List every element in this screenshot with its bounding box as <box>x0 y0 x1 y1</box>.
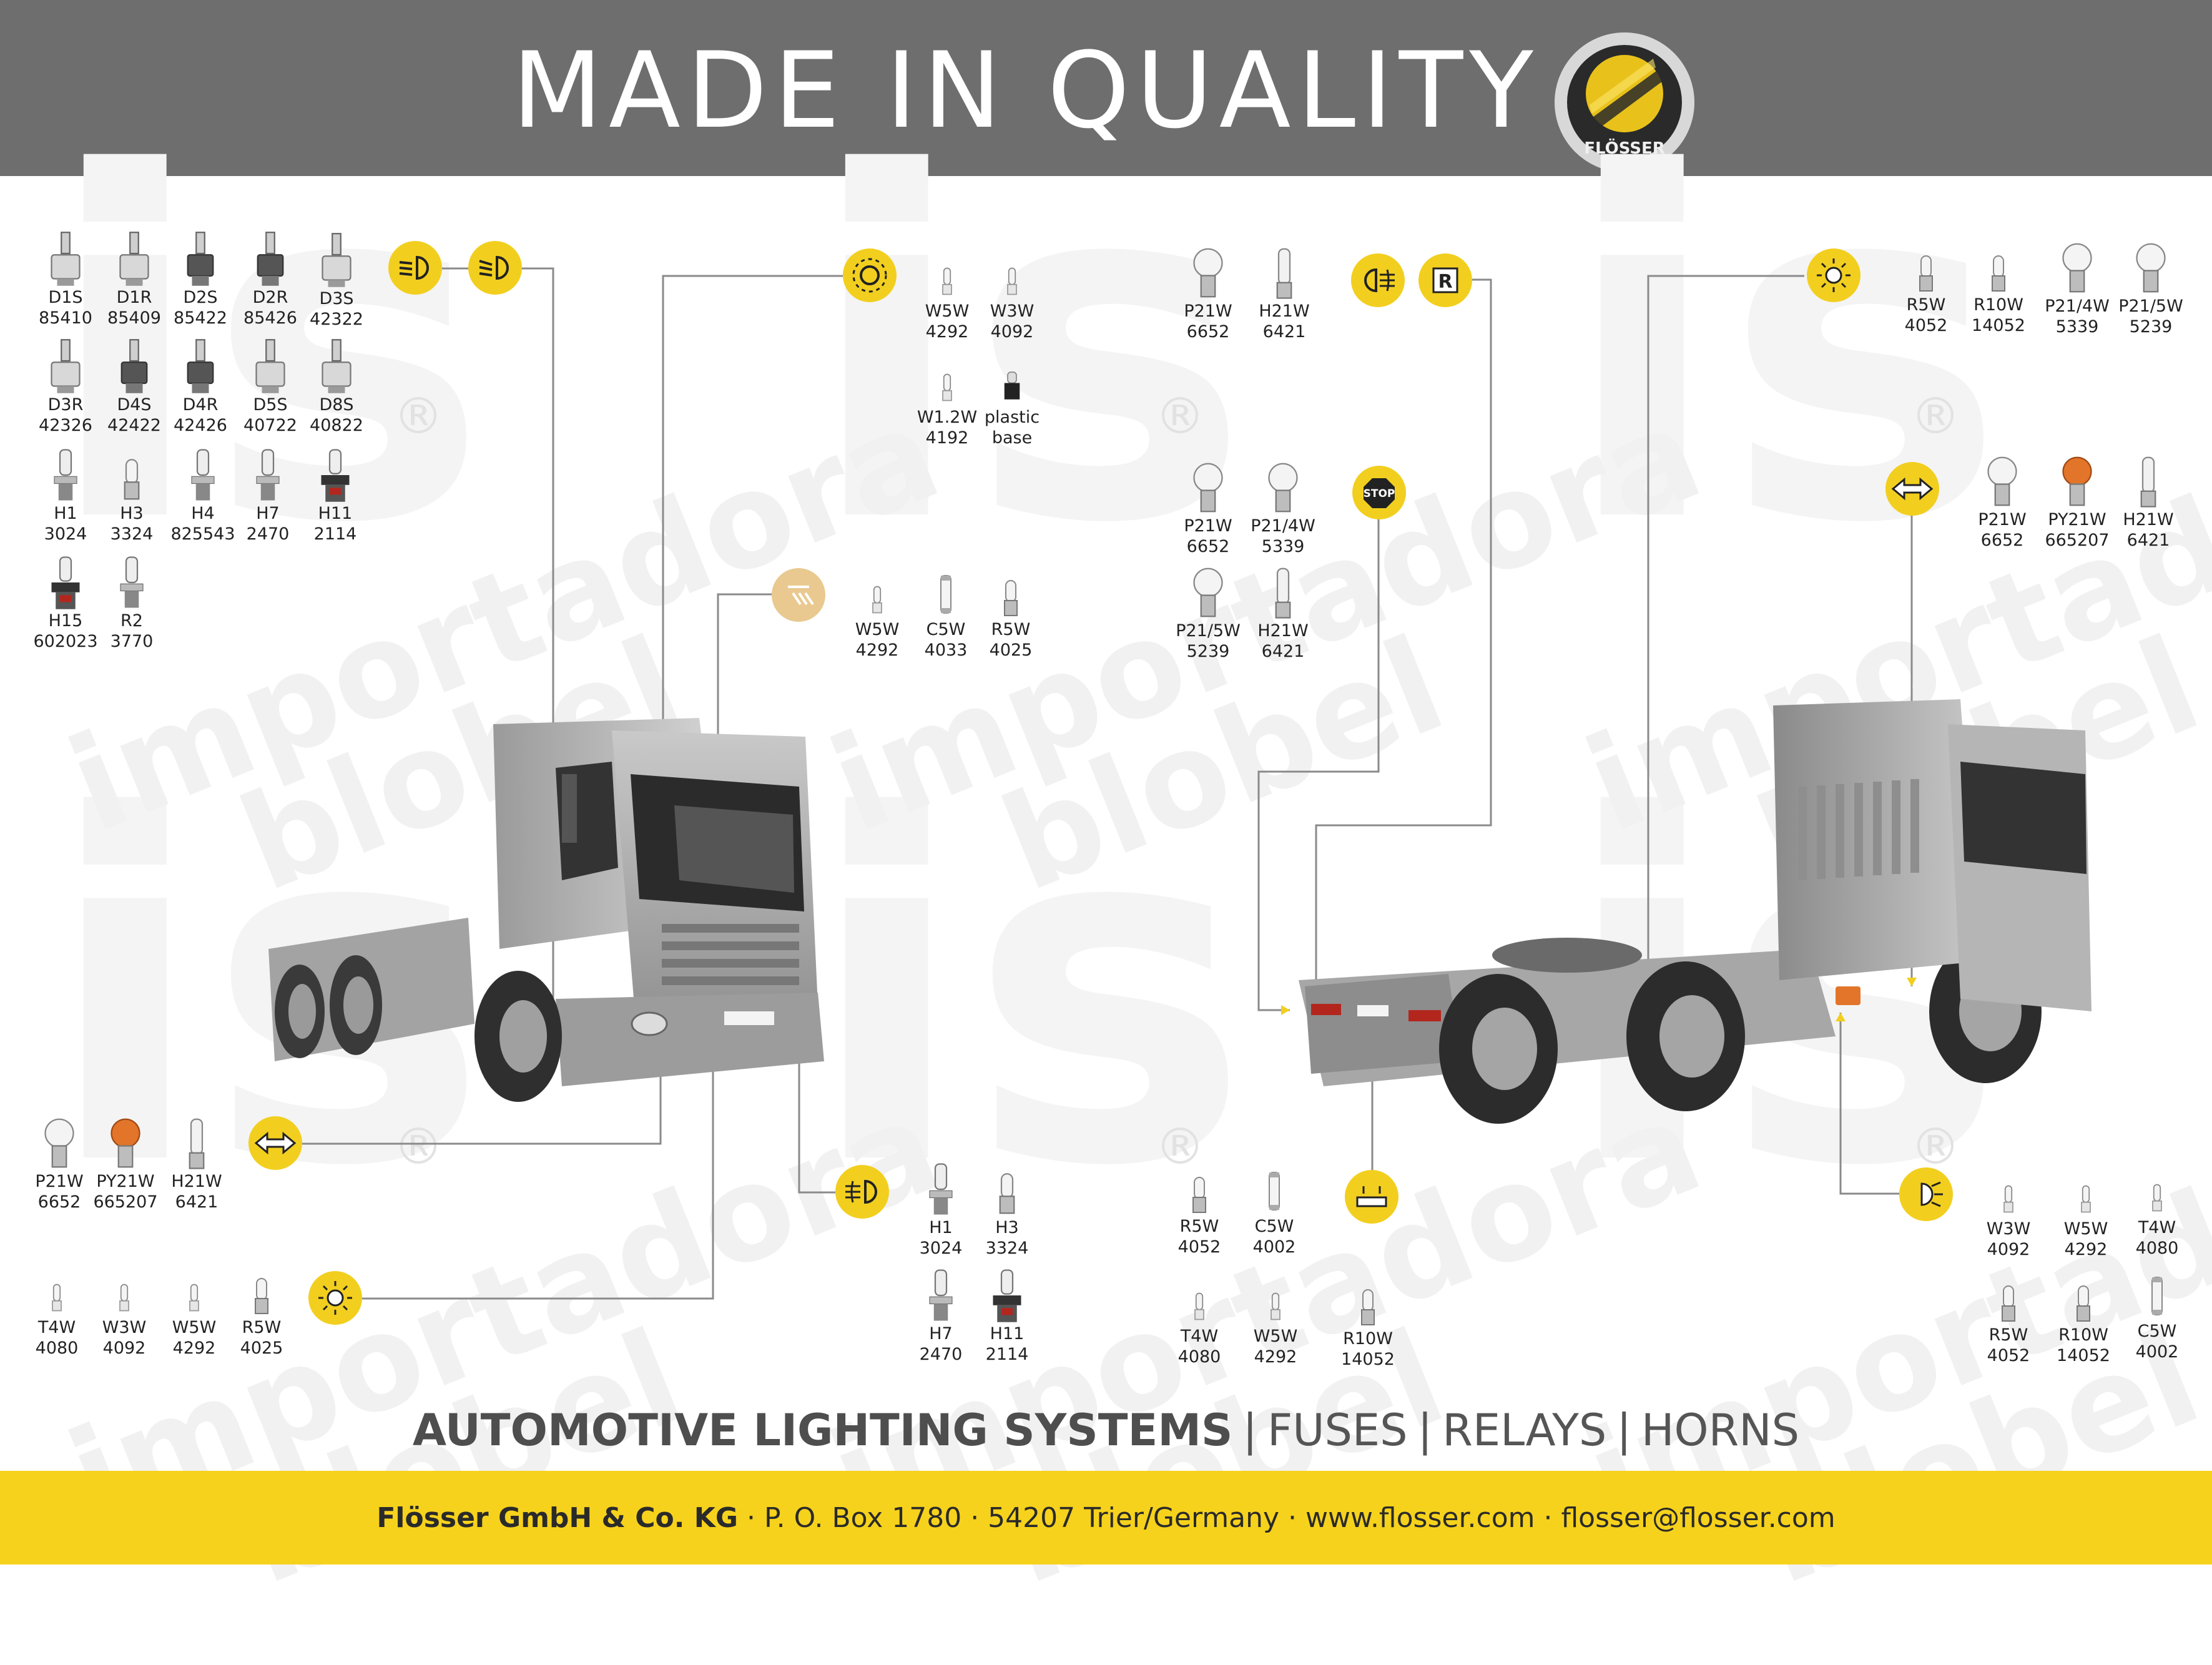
truck-front-image <box>268 718 824 1102</box>
front-fog-icon <box>835 1165 889 1219</box>
header-band <box>0 0 2212 176</box>
svg-text:R: R <box>1438 271 1452 293</box>
rear-position-light-icon <box>1807 248 1861 302</box>
tagline-fuses: FUSES <box>1267 1405 1408 1456</box>
svg-text:FLÖSSER: FLÖSSER <box>1584 137 1665 158</box>
footer-contact: Flösser GmbH & Co. KG · P. O. Box 1780 ·… <box>0 1502 2212 1534</box>
footer-company: Flösser GmbH & Co. KG <box>376 1502 739 1534</box>
high-beam-icon <box>468 241 522 295</box>
page-title: MADE IN QUALITY <box>512 29 1540 152</box>
tagline-relays: RELAYS <box>1442 1405 1607 1456</box>
footer-band <box>0 1471 2212 1564</box>
flosser-logo: FLÖSSER <box>1555 32 1694 172</box>
footer-address: · P. O. Box 1780 · 54207 Trier/Germany ·… <box>738 1502 1836 1534</box>
dashboard-light-icon <box>772 568 825 622</box>
position-light-icon <box>308 1271 362 1325</box>
tagline-horns: HORNS <box>1641 1405 1800 1456</box>
side-marker-light-icon <box>1899 1167 1953 1221</box>
tagline-separator: | <box>1417 1405 1433 1456</box>
license-plate-light-icon <box>1345 1170 1398 1224</box>
tagline-main: AUTOMOTIVE LIGHTING SYSTEMS <box>412 1405 1233 1456</box>
tagline: AUTOMOTIVE LIGHTING SYSTEMS|FUSES|RELAYS… <box>0 1405 2212 1456</box>
interior-light-icon <box>843 248 897 302</box>
low-beam-icon <box>388 241 442 295</box>
stop-light-icon: STOP <box>1352 466 1406 519</box>
bulb-plastic-base: plastic base <box>971 363 1053 448</box>
truck-rear-image <box>1299 699 2092 1124</box>
turn-signal-icon <box>248 1116 302 1170</box>
rear-fog-icon <box>1351 253 1405 307</box>
rear-turn-signal-icon <box>1885 462 1939 516</box>
reverse-light-icon: R <box>1418 253 1472 307</box>
tagline-separator: | <box>1242 1405 1257 1456</box>
svg-text:STOP: STOP <box>1364 488 1395 500</box>
tagline-separator: | <box>1616 1405 1631 1456</box>
